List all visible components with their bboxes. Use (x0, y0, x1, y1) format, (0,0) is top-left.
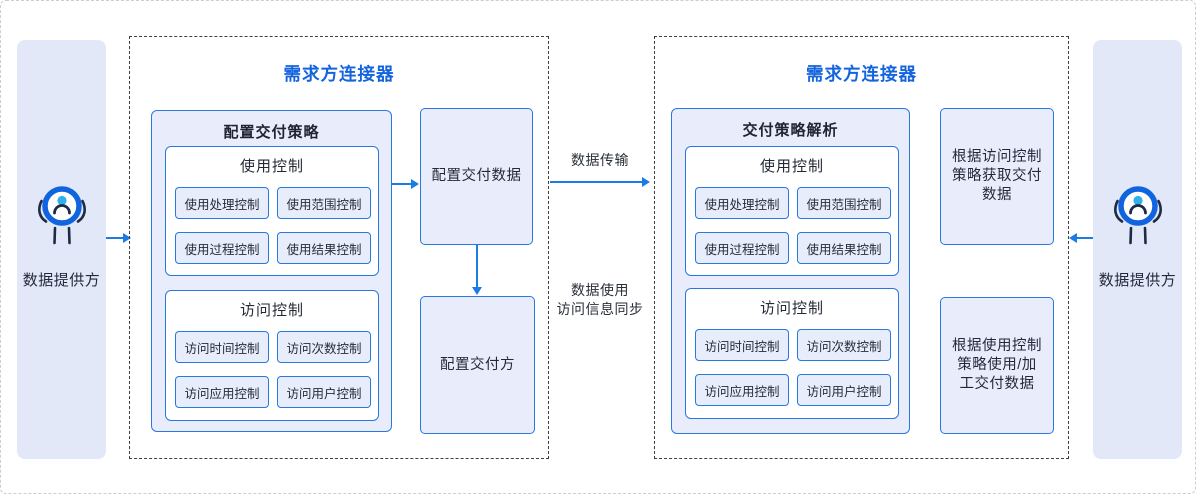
policy-parse-box: 交付策略解析 使用控制 使用处理控制 使用范围控制 使用过程控制 使用结果控制 … (671, 108, 910, 434)
right-usage-control-items: 使用处理控制 使用范围控制 使用过程控制 使用结果控制 (695, 187, 891, 264)
usage-item: 使用结果控制 (277, 232, 371, 264)
left-access-control-title: 访问控制 (239, 302, 304, 319)
left-usage-control-box: 使用控制 使用处理控制 使用范围控制 使用过程控制 使用结果控制 (165, 146, 379, 276)
access-item: 访问应用控制 (695, 374, 789, 406)
configure-policy-box: 配置交付策略 使用控制 使用处理控制 使用范围控制 使用过程控制 使用结果控制 … (151, 110, 392, 432)
usage-item: 使用过程控制 (695, 232, 789, 264)
person-icon (1107, 180, 1169, 257)
data-transfer-label: 数据传输 (571, 152, 629, 168)
usage-item: 使用处理控制 (695, 187, 789, 219)
access-item: 访问应用控制 (175, 376, 269, 408)
right-actor-panel: 数据提供方 (1093, 40, 1182, 459)
usage-item: 使用过程控制 (175, 232, 269, 264)
usage-item: 使用范围控制 (797, 187, 891, 219)
person-icon (31, 180, 93, 257)
arrow-data-to-party (476, 245, 479, 287)
right-access-control-items: 访问时间控制 访问次数控制 访问应用控制 访问用户控制 (695, 329, 891, 406)
left-connector-frame: 需求方连接器 配置交付策略 使用控制 使用处理控制 使用范围控制 使用过程控制 … (129, 36, 549, 459)
usage-item: 使用结果控制 (797, 232, 891, 264)
sync-label: 数据使用 访问信息同步 (536, 281, 664, 319)
right-connector-title: 需求方连接器 (806, 64, 917, 84)
right-usage-control-title: 使用控制 (759, 158, 824, 175)
fetch-data-box: 根据访问控制策略获取交付数据 (940, 108, 1054, 245)
access-item: 访问时间控制 (695, 329, 789, 361)
arrow-data-transfer (550, 181, 642, 184)
left-actor-panel: 数据提供方 (17, 40, 106, 459)
access-item: 访问次数控制 (797, 329, 891, 361)
configure-policy-title: 配置交付策略 (223, 124, 320, 141)
right-usage-control-box: 使用控制 使用处理控制 使用范围控制 使用过程控制 使用结果控制 (685, 146, 899, 276)
configure-party-box: 配置交付方 (420, 296, 535, 434)
right-actor-label: 数据提供方 (1098, 272, 1177, 289)
left-access-control-box: 访问控制 访问时间控制 访问次数控制 访问应用控制 访问用户控制 (165, 290, 379, 421)
access-item: 访问次数控制 (277, 331, 371, 363)
process-data-box: 根据使用控制策略使用/加工交付数据 (940, 297, 1054, 434)
configure-data-box: 配置交付数据 (420, 108, 533, 245)
sync-label-line1: 数据使用 (571, 282, 629, 298)
policy-parse-title: 交付策略解析 (742, 122, 839, 139)
arrow-provider-to-right-connector (1077, 237, 1093, 240)
access-item: 访问用户控制 (277, 376, 371, 408)
access-item: 访问用户控制 (797, 374, 891, 406)
left-actor-label: 数据提供方 (22, 272, 101, 289)
left-connector-title: 需求方连接器 (283, 64, 395, 84)
right-connector-frame: 需求方连接器 交付策略解析 使用控制 使用处理控制 使用范围控制 使用过程控制 … (654, 36, 1069, 459)
left-access-control-items: 访问时间控制 访问次数控制 访问应用控制 访问用户控制 (175, 331, 371, 408)
left-usage-control-title: 使用控制 (239, 158, 304, 175)
usage-item: 使用范围控制 (277, 187, 371, 219)
right-access-control-title: 访问控制 (759, 300, 824, 317)
left-usage-control-items: 使用处理控制 使用范围控制 使用过程控制 使用结果控制 (175, 187, 371, 264)
arrow-provider-to-left-connector (106, 237, 123, 240)
access-item: 访问时间控制 (175, 331, 269, 363)
sync-label-line2: 访问信息同步 (556, 301, 644, 317)
usage-item: 使用处理控制 (175, 187, 269, 219)
arrow-policy-to-data (392, 183, 411, 186)
right-access-control-box: 访问控制 访问时间控制 访问次数控制 访问应用控制 访问用户控制 (685, 288, 899, 419)
